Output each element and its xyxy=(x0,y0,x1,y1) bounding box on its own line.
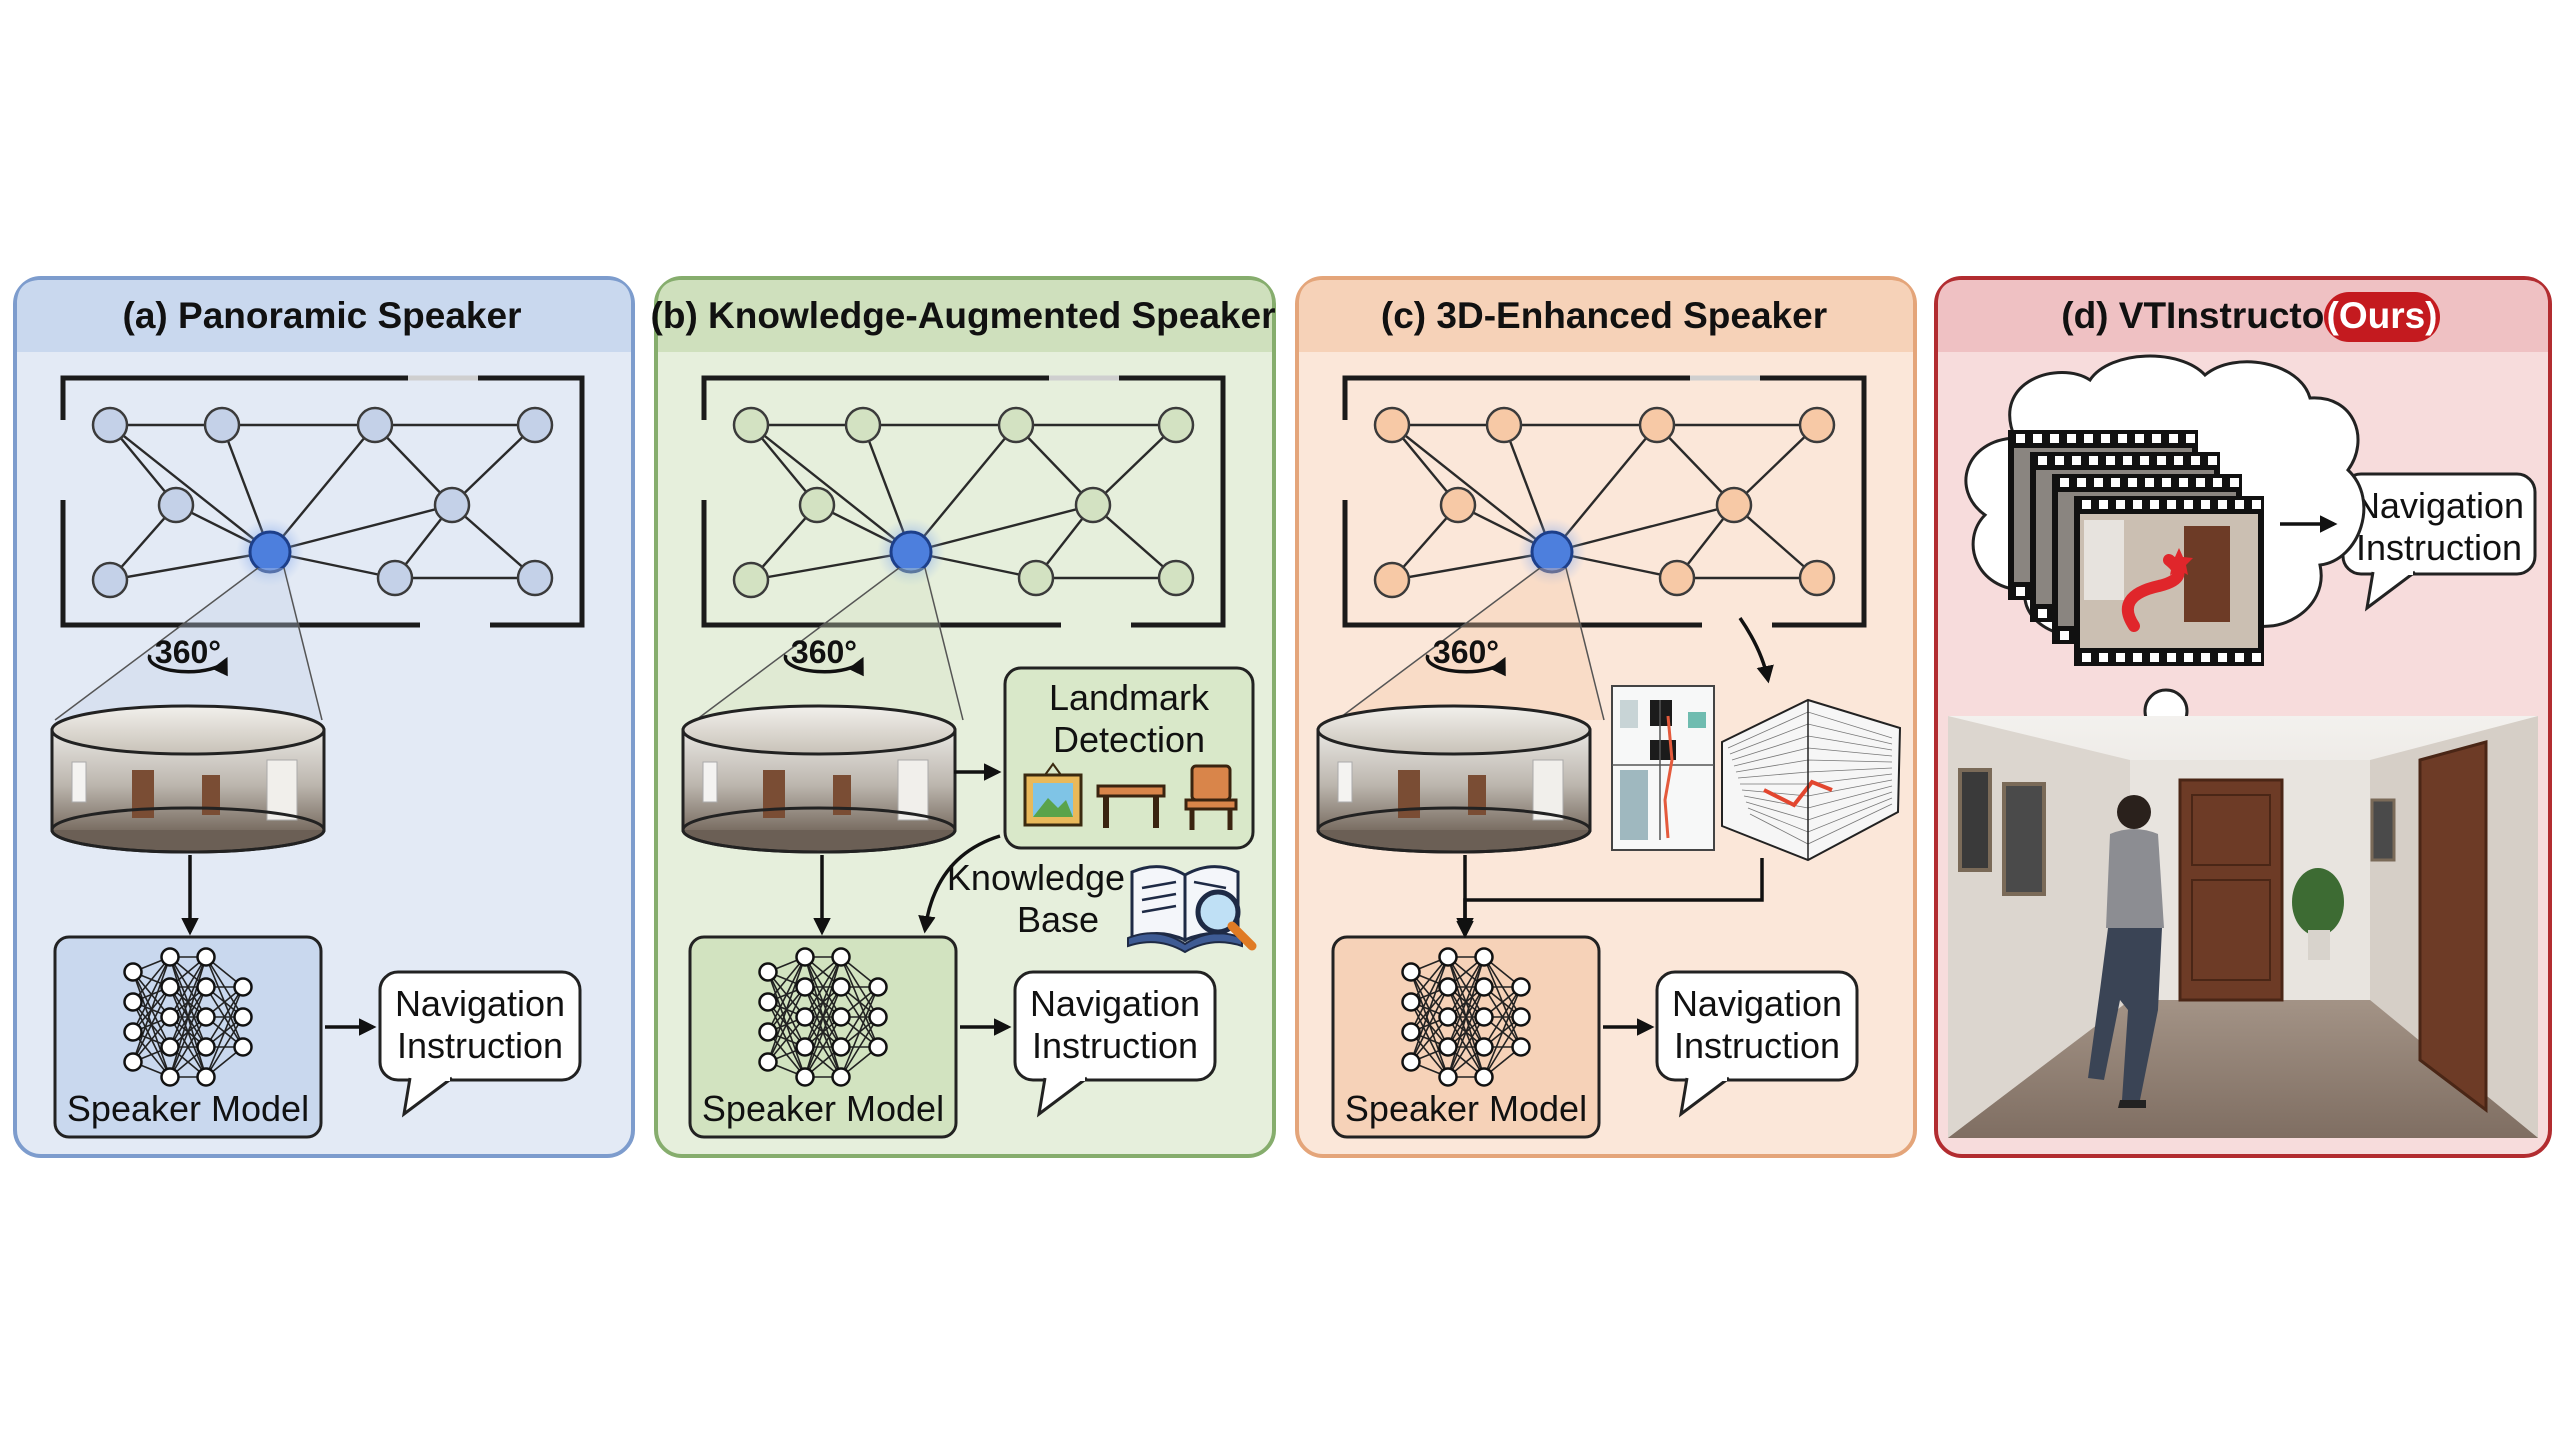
rotation-indicators: 360° 360° 360° xyxy=(147,634,1506,677)
navigation-label-1: Navigation xyxy=(2354,485,2524,526)
panel-b-arrows xyxy=(918,763,1002,934)
ours-badge xyxy=(2324,292,2440,342)
chair-icon xyxy=(1184,764,1238,830)
navigation-label-1: Navigation xyxy=(1030,983,1200,1024)
graph-map-c xyxy=(1336,375,1867,721)
panel-d-title: (d) VTInstructor xyxy=(2061,295,2338,336)
rotation-label-a: 360° xyxy=(155,634,221,670)
graph-node xyxy=(1798,559,1836,597)
current-node xyxy=(248,530,292,574)
panel-c-arrows xyxy=(1456,617,1774,939)
graph-node xyxy=(1373,406,1411,444)
panel-c-title: (c) 3D-Enhanced Speaker xyxy=(1381,295,1827,336)
graph-node xyxy=(1439,486,1477,524)
graph-node xyxy=(376,559,414,597)
point-cloud-icon xyxy=(1721,698,1902,862)
navigation-label-2: Instruction xyxy=(1674,1025,1840,1066)
rotation-label-c: 360° xyxy=(1433,634,1499,670)
graph-node xyxy=(1157,559,1195,597)
picture-frame-icon xyxy=(1023,762,1083,827)
graph-node xyxy=(732,406,770,444)
navigation-label-2: Instruction xyxy=(397,1025,563,1066)
ours-badge-label: (Ours) xyxy=(2327,295,2438,336)
instruction-bubbles: NavigationInstructionNavigationInstructi… xyxy=(378,472,2537,1118)
panel-a-title: (a) Panoramic Speaker xyxy=(123,295,522,336)
landmark-label-1: Landmark xyxy=(1049,677,1210,718)
table-icon xyxy=(1096,784,1166,828)
navigation-graph-maps xyxy=(54,375,1867,721)
knowledge-base: Knowledge Base xyxy=(947,857,1257,954)
kb-label-1: Knowledge xyxy=(947,857,1125,898)
graph-node xyxy=(516,559,554,597)
book-magnifier-icon xyxy=(1127,865,1257,954)
current-node xyxy=(1530,530,1574,574)
graph-node xyxy=(798,486,836,524)
neural-network-icon xyxy=(1401,947,1531,1087)
speaker-model-label: Speaker Model xyxy=(67,1088,309,1129)
neural-network-icon xyxy=(123,947,253,1087)
navigation-label-2: Instruction xyxy=(2356,527,2522,568)
graph-node xyxy=(433,486,471,524)
navigation-label-1: Navigation xyxy=(1672,983,1842,1024)
graph-map-a xyxy=(54,375,585,721)
graph-node xyxy=(1798,406,1836,444)
graph-node xyxy=(157,486,195,524)
video-frames-icon xyxy=(2008,430,2264,666)
graph-node xyxy=(1074,486,1112,524)
graph-node xyxy=(1638,406,1676,444)
graph-node xyxy=(356,406,394,444)
graph-node xyxy=(203,406,241,444)
graph-node xyxy=(732,561,770,599)
graph-node xyxy=(844,406,882,444)
kb-label-2: Base xyxy=(1017,899,1099,940)
landmark-label-2: Detection xyxy=(1053,719,1205,760)
corridor-scene xyxy=(1948,716,2538,1138)
graph-map-b xyxy=(695,375,1226,721)
panorama-cylinder-b xyxy=(681,704,957,936)
speaker-model-label: Speaker Model xyxy=(702,1088,944,1129)
panorama-cylinder-c xyxy=(1316,704,1592,854)
person-walking-icon xyxy=(2088,795,2164,1108)
graph-node xyxy=(516,406,554,444)
speaker-models: Speaker Model Speaker Model Speaker Model xyxy=(53,855,1655,1139)
graph-node xyxy=(1485,406,1523,444)
navigation-label-2: Instruction xyxy=(1032,1025,1198,1066)
neural-network-icon xyxy=(758,947,888,1087)
speaker-model-b: Speaker Model xyxy=(688,935,1012,1139)
graph-node xyxy=(1017,559,1055,597)
panorama-cylinder-a xyxy=(50,704,326,936)
graph-node xyxy=(1715,486,1753,524)
landmark-detection-box: Landmark Detection xyxy=(1003,666,1255,850)
graph-node xyxy=(1157,406,1195,444)
panel-b-title: (b) Knowledge-Augmented Speaker xyxy=(651,295,1276,336)
graph-node xyxy=(1373,561,1411,599)
graph-node xyxy=(91,561,129,599)
navigation-label-1: Navigation xyxy=(395,983,565,1024)
graph-node xyxy=(997,406,1035,444)
rotation-label-b: 360° xyxy=(791,634,857,670)
panorama-cylinders xyxy=(50,704,1592,936)
speaker-model-a: Speaker Model xyxy=(53,935,377,1139)
current-node xyxy=(889,530,933,574)
graph-node xyxy=(91,406,129,444)
floor-plan-icon xyxy=(1611,685,1715,851)
speaker-model-label: Speaker Model xyxy=(1345,1088,1587,1129)
graph-node xyxy=(1658,559,1696,597)
